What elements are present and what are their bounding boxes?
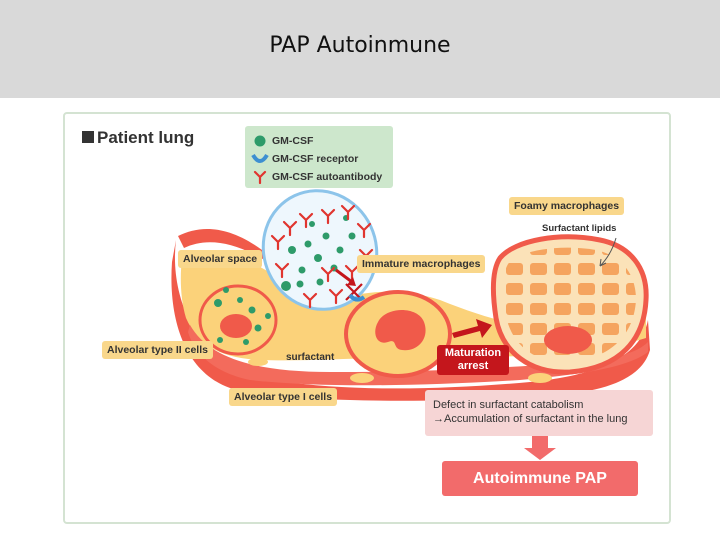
surfactant-lipids-pointer: [599, 237, 617, 267]
blocked-signal-arrow: [335, 268, 353, 284]
title-band: [0, 0, 720, 98]
maturation-arrest-line1: Maturation: [444, 347, 502, 359]
label-foamy-macrophages: Foamy macrophages: [509, 197, 625, 215]
outcome-arrow: [524, 436, 556, 460]
surfactant-droplet-2: [350, 373, 374, 383]
legend: GM-CSF GM-CSF receptor GM-CSF autoantibo…: [245, 126, 393, 188]
label-surfactant: surfactant: [286, 352, 335, 363]
alveolar-wall-outer: [171, 240, 650, 401]
maturation-arrest-badge: Maturation arrest: [437, 345, 509, 375]
gm-csf-particles: [281, 215, 356, 291]
surfactant-droplet: [528, 373, 552, 383]
maturation-arrest-line2: arrest: [457, 360, 489, 372]
legend-item-receptor: GM-CSF receptor: [251, 150, 358, 168]
maturation-arrow: [452, 319, 492, 338]
type-ii-nucleus: [220, 314, 252, 338]
slide-title: PAP Autoinmune: [269, 33, 451, 58]
defect-line2: →Accumulation of surfactant in the lung: [433, 413, 628, 425]
autoantibodies: [270, 204, 374, 309]
foamy-macrophage-nucleus: [544, 326, 592, 354]
panel-heading-text: Patient lung: [97, 128, 195, 147]
blue-receptor-icon: [251, 153, 269, 163]
immature-macrophage-nucleus: [375, 310, 426, 351]
defect-box: Defect in surfactant catabolism →Accumul…: [425, 390, 653, 436]
label-immature-macrophages: Immature macrophages: [357, 255, 486, 273]
defect-line1: Defect in surfactant catabolism: [433, 399, 584, 411]
label-surfactant-lipids: Surfactant lipids: [542, 223, 617, 234]
green-circle-icon: [254, 135, 266, 147]
type-ii-gm-csf-dots: [214, 287, 271, 345]
legend-item-autoantibody: GM-CSF autoantibody: [251, 168, 382, 186]
label-alveolar-space: Alveolar space: [178, 250, 263, 268]
panel-heading: Patient lung: [82, 128, 194, 148]
label-alveolar-type-i-cells: Alveolar type I cells: [229, 388, 338, 406]
surfactant-droplet-3: [248, 358, 268, 366]
type-i-cell-layer: [188, 325, 648, 386]
label-alveolar-type-ii-cells: Alveolar type II cells: [102, 341, 213, 359]
immature-macrophage-receptor: [348, 293, 366, 302]
alveolar-wall-top: [178, 228, 268, 262]
red-y-antibody-icon: [253, 170, 267, 184]
bullet-square-icon: [82, 131, 94, 143]
result-box: Autoimmune PAP: [442, 461, 638, 496]
legend-item-gm-csf: GM-CSF: [251, 132, 313, 150]
